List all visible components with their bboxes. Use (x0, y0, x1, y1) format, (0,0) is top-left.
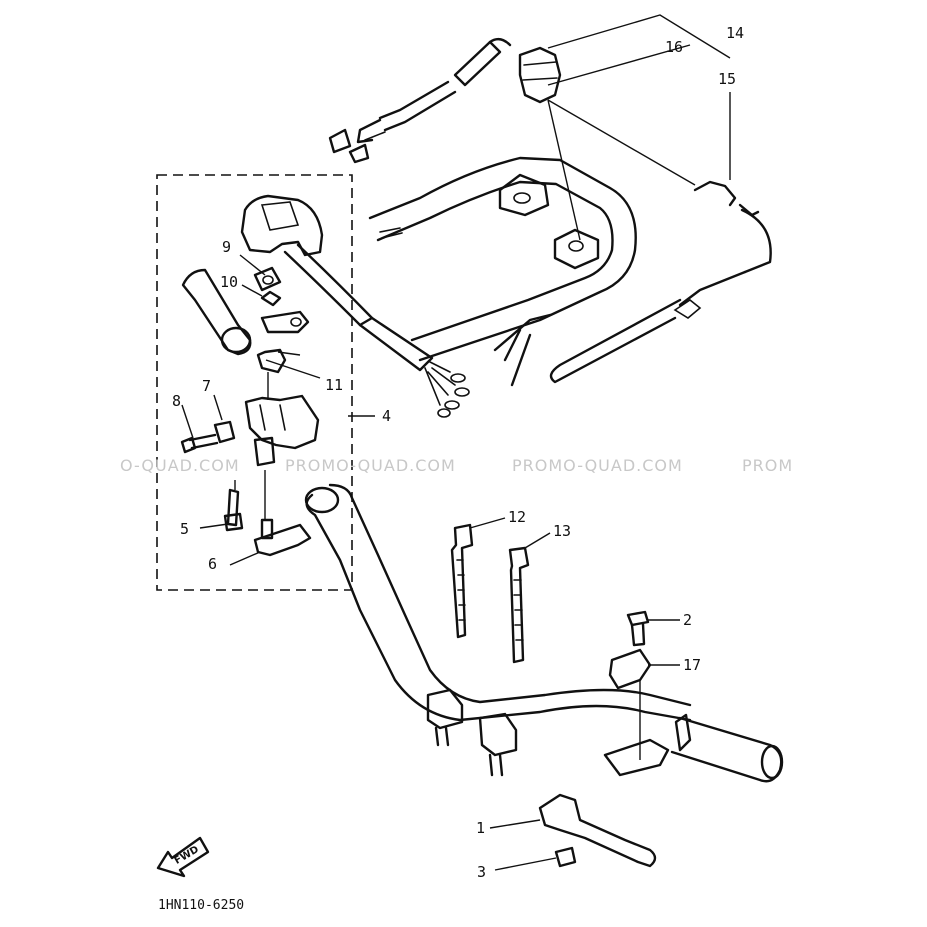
callout-15: 15 (718, 70, 736, 88)
switch-assembly (328, 37, 562, 164)
callout-7: 7 (202, 377, 211, 395)
throttle-cable (549, 180, 772, 384)
callout-2: 2 (683, 611, 692, 629)
handlebar (304, 483, 784, 783)
callout-16: 16 (665, 38, 683, 56)
brake-lever (538, 793, 657, 868)
forward-arrow-icon: FWD (156, 836, 210, 878)
lever-bracket (608, 610, 652, 760)
drawing-code: 1HN110-6250 (158, 898, 244, 913)
callout-11: 11 (325, 376, 343, 394)
callout-1: 1 (476, 819, 485, 837)
watermark-seg-3: PROMO-QUAD.COM (512, 456, 683, 475)
callout-8: 8 (172, 392, 181, 410)
callout-10: 10 (220, 273, 238, 291)
callout-labels: 1 2 3 4 5 6 7 8 9 10 11 12 13 14 15 16 1… (172, 24, 744, 881)
watermark-seg-2: PROMO-QUAD.COM (285, 456, 456, 475)
callout-14: 14 (726, 24, 744, 42)
callout-6: 6 (208, 555, 217, 573)
watermark-seg-1: O-QUAD.COM (120, 456, 240, 475)
callout-17: 17 (683, 656, 701, 674)
callout-12: 12 (508, 508, 526, 526)
callout-3: 3 (477, 863, 486, 881)
callout-5: 5 (180, 520, 189, 538)
watermark-seg-4: PROM (742, 456, 793, 475)
callout-4: 4 (382, 407, 391, 425)
leader-lines (181, 14, 731, 871)
callout-13: 13 (553, 522, 571, 540)
cable-ties (450, 523, 530, 664)
watermark: O-QUAD.COM PROMO-QUAD.COM PROMO-QUAD.COM… (120, 456, 793, 475)
throttle-housing-group (180, 194, 470, 557)
frame-tube (368, 156, 637, 387)
callout-9: 9 (222, 238, 231, 256)
